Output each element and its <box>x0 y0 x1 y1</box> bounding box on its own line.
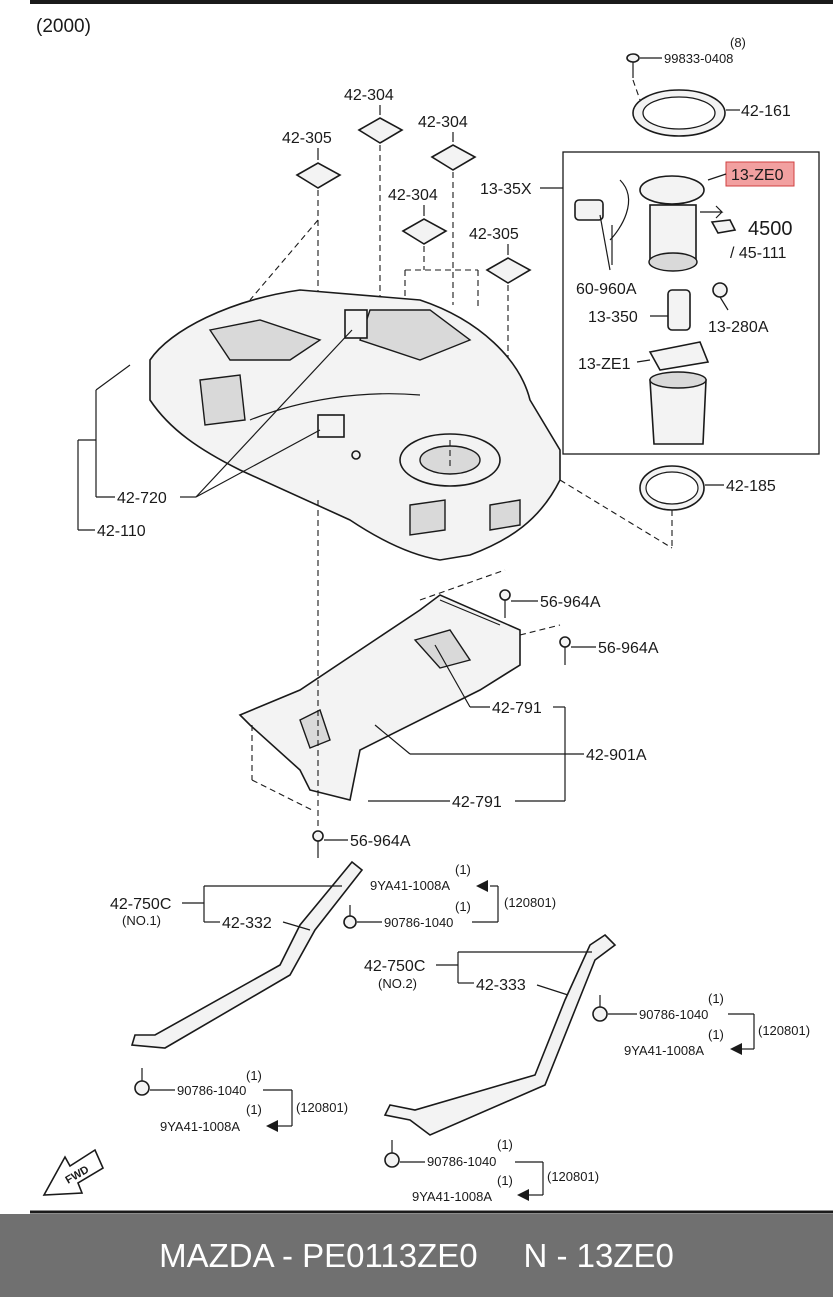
bolt-56-964a-upper <box>499 589 511 618</box>
fuel-gauge-60-960a <box>599 214 611 271</box>
label-42-332: 42-332 <box>222 915 272 932</box>
arrow-icon <box>517 1189 529 1201</box>
pump-assembly-frame <box>562 151 820 455</box>
label-qty-8: (8) <box>730 35 746 50</box>
bolt-90786-d <box>384 1140 400 1168</box>
label-42-305-a: 42-305 <box>282 130 332 147</box>
label-42-720: 42-720 <box>117 490 167 507</box>
label-9ya41-d: 9YA41-1008A <box>412 1189 492 1204</box>
connector-arrow-icon <box>700 205 737 234</box>
tank-strap-42-332 <box>130 860 364 1049</box>
retainer-ring-42-161 <box>632 89 726 137</box>
label-60-960a: 60-960A <box>576 281 637 298</box>
label-90786-b: 90786-1040 <box>639 1007 708 1022</box>
fuel-tank-42-110 <box>149 289 561 561</box>
label-q1-a: (1) <box>455 862 471 877</box>
label-no-1: (NO.1) <box>122 913 161 928</box>
label-q1-g: (1) <box>497 1137 513 1152</box>
label-date-a: (120801) <box>504 895 556 910</box>
label-date-c: (120801) <box>296 1100 348 1115</box>
label-9ya41-a: 9YA41-1008A <box>370 878 450 893</box>
label-42-791-a: 42-791 <box>492 700 542 717</box>
label-42-110: 42-110 <box>97 523 146 540</box>
label-q1-b: (1) <box>455 899 471 914</box>
label-56-964a-a: 56-964A <box>540 594 601 611</box>
regulator-13-280a <box>712 282 729 311</box>
label-13-350: 13-350 <box>588 309 638 326</box>
label-13-280a: 13-280A <box>708 319 769 336</box>
bolt-56-964a-lower <box>312 830 324 858</box>
label-42-901a: 42-901A <box>586 747 647 764</box>
label-13-ze1: 13-ZE1 <box>578 356 631 373</box>
pump-cup <box>649 371 707 445</box>
part-number-footer: MAZDA - PE0113ZE0 N - 13ZE0 <box>0 1214 833 1297</box>
bolt-90786-c <box>134 1068 150 1096</box>
label-4500: 4500 <box>748 218 793 240</box>
year-label: (2000) <box>36 16 91 37</box>
label-56-964a-b: 56-964A <box>598 640 659 657</box>
label-13-35x: 13-35X <box>480 181 532 198</box>
label-q1-h: (1) <box>497 1173 513 1188</box>
label-9ya41-b: 9YA41-1008A <box>624 1043 704 1058</box>
label-42-305-b: 42-305 <box>469 226 519 243</box>
label-56-964a-c: 56-964A <box>350 833 411 850</box>
label-42-185: 42-185 <box>726 478 776 495</box>
arrow-icon <box>476 880 488 892</box>
label-no-2: (NO.2) <box>378 976 417 991</box>
label-q1-e: (1) <box>246 1068 262 1083</box>
label-42-304-a: 42-304 <box>344 87 394 104</box>
arrow-icon <box>266 1120 278 1132</box>
label-42-333: 42-333 <box>476 977 526 994</box>
label-42-750c-2: 42-750C <box>364 958 425 975</box>
label-42-161: 42-161 <box>741 103 791 120</box>
label-date-b: (120801) <box>758 1023 810 1038</box>
label-42-304-b: 42-304 <box>418 114 468 131</box>
label-q1-f: (1) <box>246 1102 262 1117</box>
label-90786-d: 90786-1040 <box>427 1154 496 1169</box>
filter-13-ze1 <box>648 341 710 371</box>
gasket-42-185 <box>639 465 705 511</box>
fuel-pump-13-350 <box>667 289 691 331</box>
label-90786-c: 90786-1040 <box>177 1083 246 1098</box>
top-border <box>30 0 833 4</box>
arrow-icon <box>730 1043 742 1055</box>
pad-42-305-right <box>485 257 532 284</box>
label-42-750c-1: 42-750C <box>110 896 171 913</box>
fuel-pump-module <box>574 175 705 272</box>
pad-42-304-b <box>430 144 477 171</box>
pad-42-305-left <box>295 162 342 189</box>
heat-shield-42-901a <box>238 594 521 801</box>
label-q1-d: (1) <box>708 1027 724 1042</box>
label-date-d: (120801) <box>547 1169 599 1184</box>
label-45-111: / 45-111 <box>730 245 786 262</box>
label-42-304-c: 42-304 <box>388 187 438 204</box>
label-9ya41-c: 9YA41-1008A <box>160 1119 240 1134</box>
label-q1-c: (1) <box>708 991 724 1006</box>
pad-42-304-a <box>357 117 404 144</box>
label-90786-a: 90786-1040 <box>384 915 453 930</box>
bolt-56-964a-mid <box>559 636 571 665</box>
label-42-791-b: 42-791 <box>452 794 502 811</box>
pad-42-304-c <box>401 218 448 245</box>
label-99833-0408: 99833-0408 <box>664 51 733 66</box>
bolt-90786-b <box>592 995 608 1022</box>
tank-strap-42-333 <box>383 933 617 1136</box>
fwd-arrow-icon: FWD <box>42 1148 105 1196</box>
parts-diagram: (2000) (8) 99833-0408 42-161 42-305 42-3… <box>30 16 833 1214</box>
bolt-90786-a <box>343 905 357 929</box>
label-13-ze0: 13-ZE0 <box>731 167 784 184</box>
screw-99833 <box>626 53 640 78</box>
